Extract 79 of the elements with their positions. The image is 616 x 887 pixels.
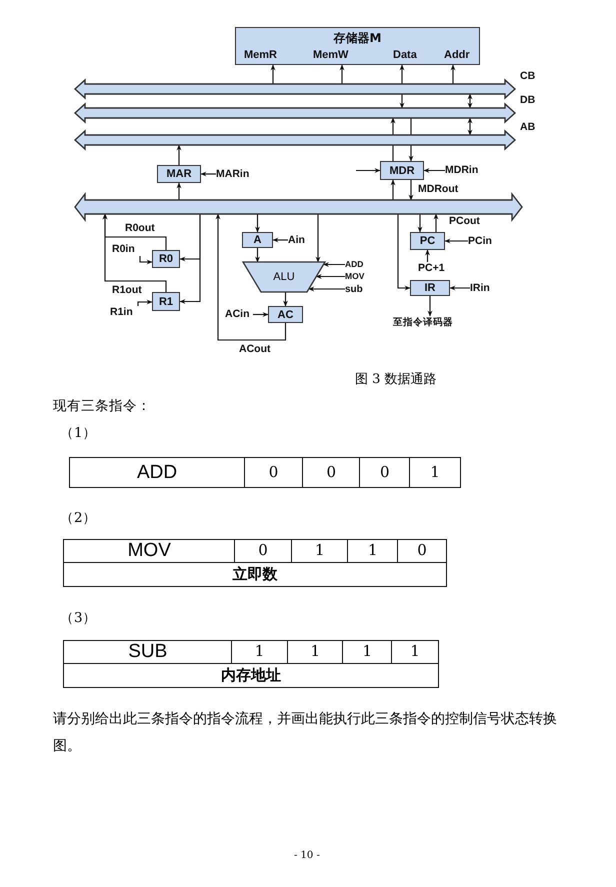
body-text: （2） <box>60 509 97 527</box>
arrow <box>425 249 430 262</box>
register-box: A <box>242 232 273 248</box>
control-signal-label: R1in <box>110 306 144 319</box>
arrow <box>356 168 381 173</box>
opcode-cell: MOV <box>63 539 236 564</box>
bit-cell: 0 <box>302 457 360 488</box>
arrow <box>397 214 411 290</box>
control-signal-label: sub <box>345 282 369 296</box>
arrow <box>200 172 216 176</box>
control-signal-label: MDRin <box>445 164 489 177</box>
register-box: MDR <box>380 161 424 180</box>
arrow <box>216 213 286 341</box>
alu-trapezoid: ALU <box>243 262 325 292</box>
arrow <box>255 214 260 233</box>
arrow <box>308 286 345 292</box>
arrow <box>449 286 470 290</box>
arrow <box>450 64 456 84</box>
double-arrow <box>468 93 472 109</box>
register-box: IR <box>410 280 450 296</box>
arrow <box>340 64 344 84</box>
control-signal-label: ACin <box>225 308 253 321</box>
bit-cell: 1 <box>409 457 461 488</box>
arrow <box>408 180 414 201</box>
control-signal-label: PC+1 <box>418 262 452 275</box>
arrow <box>423 168 445 173</box>
opcode-cell: SUB <box>63 640 232 664</box>
port-label: MemW <box>313 49 348 61</box>
arrow <box>272 238 288 242</box>
arrow <box>255 248 260 263</box>
double-arrow <box>468 117 472 136</box>
arrow <box>428 296 432 317</box>
arrow <box>176 144 182 165</box>
arrow <box>283 292 288 307</box>
arrow <box>390 179 396 200</box>
control-signal-label: IRin <box>470 282 498 294</box>
arrow <box>434 213 438 232</box>
arrow <box>270 64 276 84</box>
register-box: MAR <box>157 165 201 183</box>
control-signal-label: R0in <box>112 243 146 256</box>
bit-cell: 0 <box>359 457 410 488</box>
arrow <box>176 182 182 200</box>
arrow <box>179 214 201 304</box>
arrow <box>316 214 320 263</box>
register-box: PC <box>410 232 445 250</box>
port-label: MemR <box>244 49 278 61</box>
register-box: R0 <box>152 250 180 268</box>
control-signal-label: MOV <box>345 270 373 283</box>
opcode-cell: ADD <box>69 457 245 488</box>
arrow <box>322 262 345 267</box>
bit-cell: 0 <box>397 539 447 564</box>
control-signal-label: 至指令译码器 <box>393 316 469 329</box>
page-number: - 10 - <box>294 850 320 861</box>
arrow <box>102 213 167 292</box>
arrow <box>316 274 345 279</box>
arrow <box>253 312 269 317</box>
control-signal-label: MARin <box>216 168 260 180</box>
memory-title: 存储器M <box>332 30 382 47</box>
arrow <box>444 238 468 244</box>
bit-cell: 1 <box>391 640 439 664</box>
control-signal-label: ADD <box>345 258 373 271</box>
figure-caption: 图 3 数据通路 <box>355 371 437 388</box>
arrow <box>139 256 153 264</box>
question-text: 请分别给出此三条指令的指令流程，并画出能执行此三条指令的控制信号状态转换图。 <box>53 710 558 756</box>
operand-cell: 立即数 <box>63 562 447 587</box>
body-text: （1） <box>60 424 97 442</box>
body-text: （3） <box>60 609 97 627</box>
control-signal-label: Ain <box>288 234 314 246</box>
bit-cell: 0 <box>244 457 304 488</box>
arrow <box>418 214 422 233</box>
control-signal-label: PCin <box>468 234 498 248</box>
port-label: Addr <box>444 49 470 61</box>
port-label: Data <box>393 49 417 61</box>
register-box: R1 <box>152 292 180 311</box>
register-box: AC <box>268 306 303 323</box>
arrow <box>137 300 153 306</box>
operand-cell: 内存地址 <box>63 663 439 688</box>
memory-box <box>235 27 480 65</box>
body-text: 现有三条指令： <box>53 397 151 415</box>
